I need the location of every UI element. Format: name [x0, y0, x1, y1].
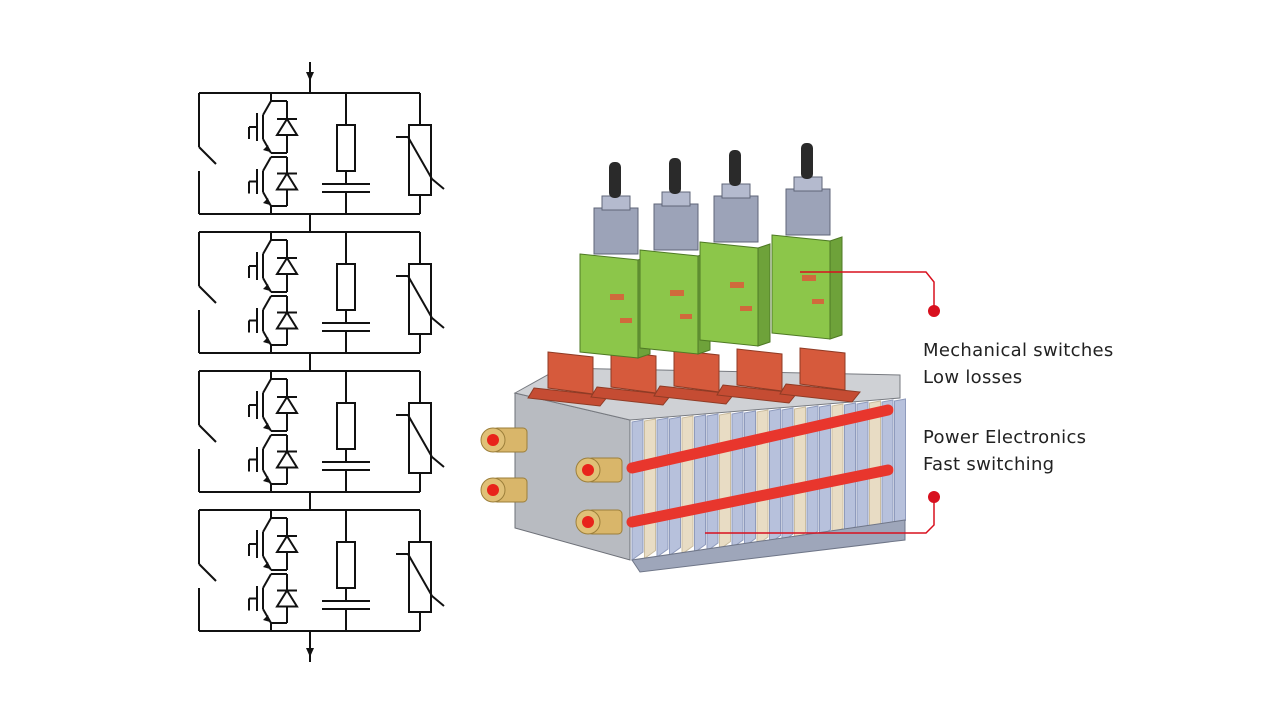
actuator-block — [785, 188, 831, 236]
switch-unit — [771, 143, 843, 340]
diode-symbol — [275, 256, 299, 275]
pcb-component — [730, 282, 744, 288]
diode-symbol — [275, 449, 299, 469]
diode-symbol — [275, 588, 299, 608]
resistor-symbol — [336, 124, 356, 172]
terminal-stud — [480, 427, 528, 453]
slab — [631, 419, 644, 561]
actuator-rod — [609, 162, 621, 198]
igbt-lower — [248, 295, 299, 346]
diode-symbol — [275, 534, 299, 553]
slab — [831, 403, 844, 537]
switch-unit — [699, 150, 771, 347]
label-mechanical-switches: Mechanical switches Low losses — [923, 337, 1114, 391]
copper-busbar — [736, 348, 783, 392]
circuit-module — [198, 92, 445, 232]
actuator-rod — [801, 143, 813, 179]
slab — [844, 402, 856, 536]
pcb-component — [670, 290, 684, 296]
pcb-component — [802, 275, 816, 281]
label-mechanical-line1: Mechanical switches — [923, 340, 1114, 361]
igbt-upper — [248, 100, 299, 154]
input-arrow — [306, 72, 314, 81]
pcb-component — [610, 294, 624, 300]
slab — [669, 416, 681, 557]
mechanical-switch — [198, 146, 217, 165]
pcb-component — [740, 306, 752, 311]
slab — [694, 414, 706, 554]
pcb-component — [680, 314, 692, 319]
actuator-rod — [669, 158, 681, 194]
actuator-block — [713, 195, 759, 243]
igbt-upper — [248, 378, 299, 432]
slab — [656, 417, 669, 558]
circuit-module — [198, 231, 445, 371]
igbt-lower — [248, 156, 299, 207]
pcb-board — [699, 241, 759, 347]
circuit-module — [198, 370, 445, 510]
diode-symbol — [275, 171, 299, 191]
slab — [756, 409, 769, 546]
tie-rod-lower — [626, 464, 894, 528]
mechanical-switch — [198, 285, 217, 304]
callout-line-power-electronics — [705, 498, 935, 534]
diode-symbol — [275, 395, 299, 414]
terminal-stud — [575, 509, 623, 535]
mechanical-switch — [198, 424, 217, 443]
callout-dot-mechanical — [928, 305, 940, 317]
slab — [894, 398, 906, 530]
tie-rod-upper — [626, 404, 894, 474]
slab — [644, 418, 656, 560]
slab — [681, 415, 694, 555]
callout-dot-power-electronics — [928, 491, 940, 503]
pcb-board — [579, 253, 639, 359]
pcb-component — [812, 299, 824, 304]
igbt-upper — [248, 239, 299, 293]
resistor-symbol — [336, 541, 356, 589]
terminal-stud — [575, 457, 623, 483]
label-power-electronics-line1: Power Electronics — [923, 427, 1087, 448]
actuator-rod — [729, 150, 741, 186]
pcb-component — [620, 318, 632, 323]
label-power-electronics: Power Electronics Fast switching — [923, 424, 1086, 478]
slab — [744, 410, 756, 548]
slab — [819, 404, 831, 539]
igbt-upper — [248, 517, 299, 571]
slab — [719, 412, 731, 551]
label-power-electronics-line2: Fast switching — [923, 454, 1055, 475]
slab — [781, 407, 794, 543]
resistor-symbol — [336, 263, 356, 311]
label-mechanical-line2: Low losses — [923, 367, 1023, 388]
circuit-module — [198, 509, 445, 632]
diode-symbol — [275, 117, 299, 136]
terminal-stud — [480, 477, 528, 503]
actuator-block — [653, 203, 699, 251]
copper-busbar — [673, 349, 720, 393]
callout-line-mechanical — [800, 271, 935, 310]
igbt-lower — [248, 434, 299, 485]
diode-symbol — [275, 310, 299, 330]
igbt-lower — [248, 573, 299, 624]
pcb-board — [639, 249, 699, 355]
slab — [731, 411, 744, 549]
copper-busbar — [799, 347, 846, 391]
slab — [706, 413, 719, 552]
pcb-board — [771, 234, 831, 340]
output-arrow — [306, 648, 314, 657]
copper-busbar — [547, 351, 594, 395]
actuator-block — [593, 207, 639, 255]
slab — [806, 405, 819, 540]
mechanical-switch — [198, 563, 217, 582]
resistor-symbol — [336, 402, 356, 450]
